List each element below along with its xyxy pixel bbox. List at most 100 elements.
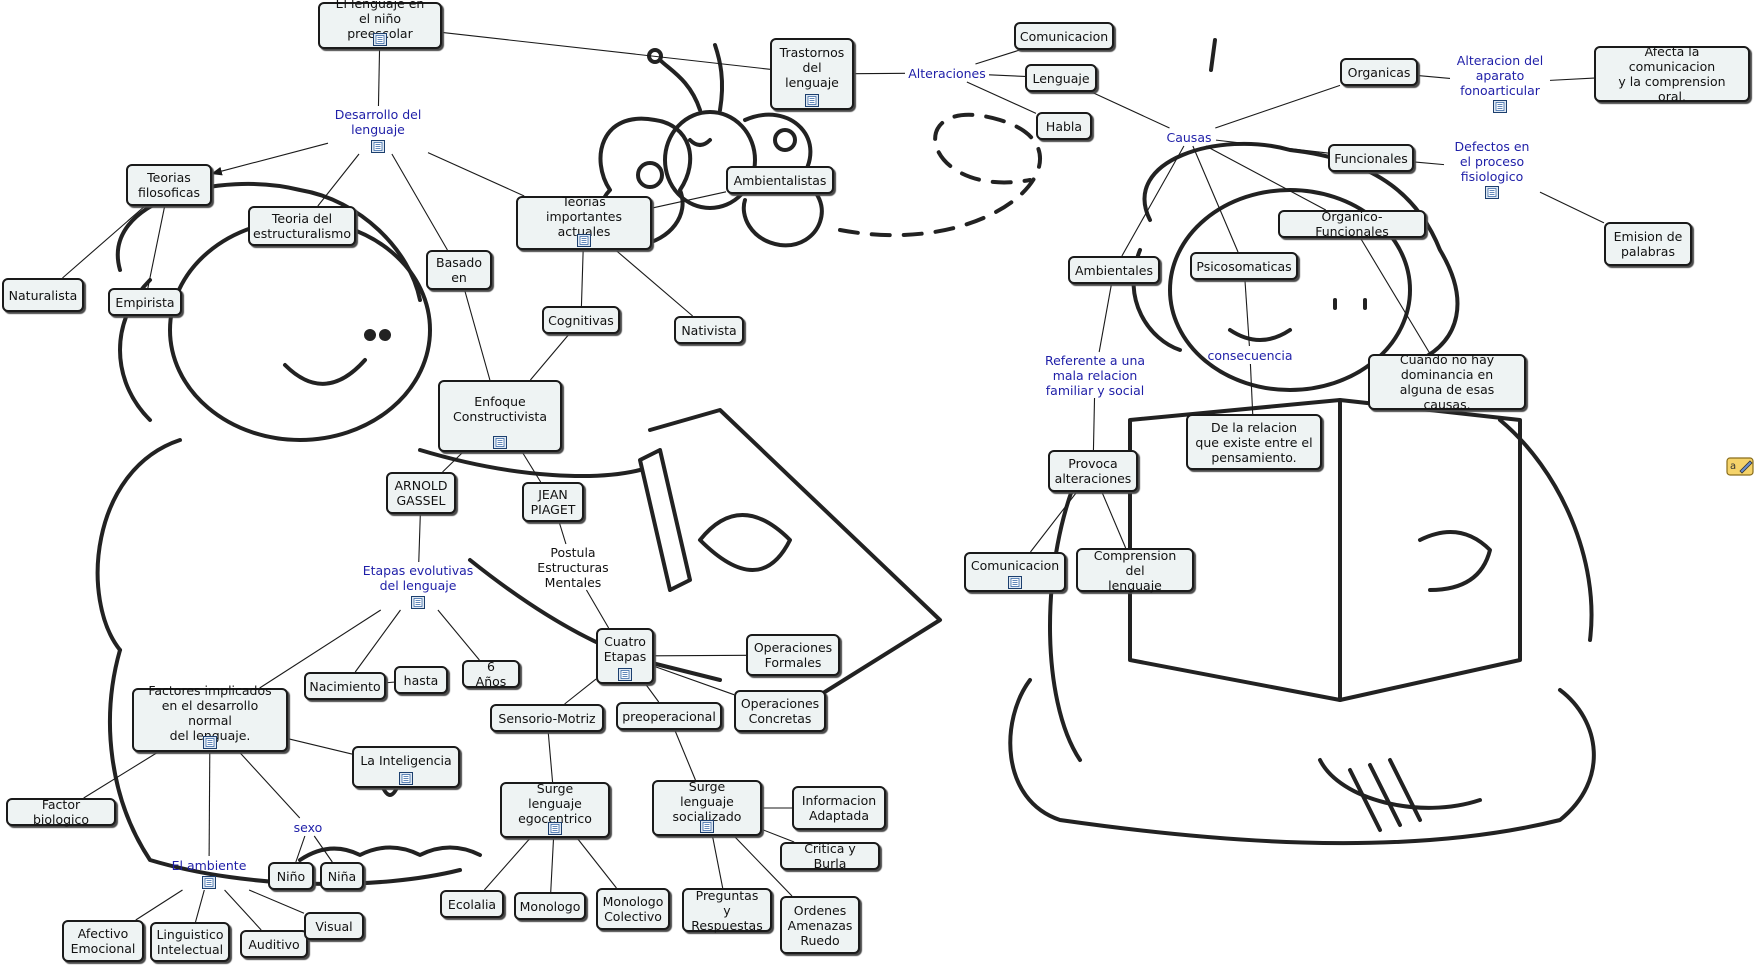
concept-linguistico[interactable]: Linguistico Intelectual [150, 922, 230, 962]
concept-afectivo[interactable]: Afectivo Emocional [62, 920, 144, 962]
linking-desarrollo[interactable]: Desarrollo del lenguaje [328, 106, 428, 154]
concept-root[interactable]: El lenguaje en el niño preescolar [318, 0, 442, 49]
document-resource-icon[interactable] [411, 596, 425, 609]
document-resource-icon[interactable] [202, 876, 216, 889]
concept-label: Informacion Adaptada [801, 793, 877, 823]
concept-trastornos[interactable]: Trastornos del lenguaje [770, 38, 854, 110]
document-resource-icon[interactable] [493, 436, 507, 449]
connector-line [988, 74, 1026, 77]
document-resource-icon[interactable] [1008, 576, 1022, 589]
concept-nino[interactable]: Niño [268, 862, 314, 890]
concept-seis-anos[interactable]: 6 Años [462, 659, 520, 689]
concept-nativista[interactable]: Nativista [674, 316, 744, 344]
document-resource-icon[interactable] [1493, 100, 1507, 113]
concept-enfoque[interactable]: Enfoque Constructivista [438, 380, 562, 452]
concept-factor-biologico[interactable]: Factor biologico [6, 797, 116, 827]
document-resource-icon[interactable] [371, 140, 385, 153]
edit-toolbox-icon[interactable]: a [1726, 455, 1756, 477]
concept-provoca[interactable]: Provoca alteraciones [1048, 450, 1138, 492]
linking-ambiente[interactable]: El ambiente [166, 856, 252, 890]
document-resource-icon[interactable] [805, 94, 819, 107]
concept-socializado[interactable]: Surge lenguaje socializado [652, 778, 762, 836]
document-resource-icon[interactable] [373, 33, 387, 46]
concept-label: Niña [327, 868, 357, 884]
concept-emision[interactable]: Emision de palabras [1604, 222, 1692, 266]
concept-monologo-colectivo[interactable]: Monologo Colectivo [596, 888, 670, 930]
document-resource-icon[interactable] [577, 234, 591, 247]
linking-alteracion-aparato[interactable]: Alteracion del aparato fonoarticular [1450, 52, 1550, 114]
concept-comprension[interactable]: Comprension del lenguaje [1076, 548, 1194, 593]
concept-teorias-filosoficas[interactable]: Teorias filosoficas [126, 164, 212, 206]
concept-funcionales[interactable]: Funcionales [1328, 144, 1414, 172]
connector-line [1215, 139, 1329, 154]
concept-organicas[interactable]: Organicas [1340, 58, 1418, 86]
concept-preguntas[interactable]: Preguntas y Respuestas [682, 888, 772, 933]
concept-monologo[interactable]: Monologo [514, 892, 586, 920]
concept-nina[interactable]: Niña [320, 862, 364, 890]
connector-line [1092, 397, 1096, 451]
concept-factores[interactable]: Factores implicados en el desarrollo nor… [132, 683, 288, 752]
concept-lenguaje[interactable]: Lenguaje [1025, 64, 1097, 92]
document-resource-icon[interactable] [399, 772, 413, 785]
concept-auditivo[interactable]: Auditivo [240, 930, 308, 958]
document-resource-icon[interactable] [700, 820, 714, 833]
linking-consecuencia[interactable]: consecuencia [1202, 346, 1298, 364]
concept-comunicacion-1[interactable]: Comunicacion [1014, 22, 1114, 50]
concept-naturalista[interactable]: Naturalista [2, 278, 84, 312]
concept-empirista[interactable]: Empirista [108, 288, 182, 316]
concept-label: Afecta la comunicacion y la comprension … [1618, 44, 1726, 104]
concept-nacimiento[interactable]: Nacimiento [304, 672, 386, 700]
document-resource-icon[interactable] [618, 668, 632, 681]
concept-habla[interactable]: Habla [1036, 112, 1092, 140]
concept-preoperacional[interactable]: preoperacional [616, 702, 722, 730]
concept-cuando[interactable]: Cuando no hay dominancia en alguna de es… [1368, 352, 1526, 412]
concept-comunicacion-2[interactable]: Comunicacion [964, 552, 1066, 592]
concept-ambientalistas[interactable]: Ambientalistas [726, 166, 834, 194]
concept-label: Surge lenguaje socializado [672, 778, 742, 824]
document-resource-icon[interactable] [1485, 186, 1499, 199]
concept-cuatro[interactable]: Cuatro Etapas [596, 628, 654, 684]
concept-cognitivas[interactable]: Cognitivas [542, 306, 620, 334]
concept-label: Lenguaje [1032, 70, 1090, 86]
linking-referente[interactable]: Referente a una mala relacion familiar y… [1040, 352, 1150, 398]
concept-label: Psicosomaticas [1196, 258, 1292, 274]
concept-piaget[interactable]: JEAN PIAGET [522, 482, 584, 522]
concept-label: sexo [293, 819, 323, 835]
linking-alteraciones[interactable]: Alteraciones [905, 64, 989, 82]
concept-inteligencia[interactable]: La Inteligencia [352, 746, 460, 788]
concept-teorias-actuales[interactable]: Teorias importantes actuales [516, 194, 652, 250]
concept-afecta[interactable]: Afecta la comunicacion y la comprension … [1594, 44, 1750, 104]
concept-informacion[interactable]: Informacion Adaptada [792, 786, 886, 830]
concept-ecolalia[interactable]: Ecolalia [440, 890, 504, 918]
concept-visual[interactable]: Visual [304, 912, 364, 940]
connector-line [975, 49, 1020, 65]
connector-line [761, 828, 795, 843]
concept-arnold[interactable]: ARNOLD GASSEL [386, 472, 456, 514]
concept-formales[interactable]: Operaciones Formales [746, 634, 840, 676]
linking-defectos[interactable]: Defectos en el proceso fisiologico [1444, 138, 1540, 200]
concept-estructuralismo[interactable]: Teoria del estructuralismo [248, 206, 356, 246]
linking-postula[interactable]: Postula Estructuras Mentales [532, 544, 614, 590]
concept-label: Nativista [681, 322, 737, 338]
concept-ordenes[interactable]: Ordenes Amenazas Ruedo [780, 896, 860, 954]
concept-psicosomaticas[interactable]: Psicosomaticas [1190, 252, 1298, 280]
concept-organico-funcionales[interactable]: Organico-Funcionales [1278, 209, 1426, 239]
linking-sexo[interactable]: sexo [290, 818, 326, 836]
connector-line [1249, 363, 1254, 415]
concept-egocentrico[interactable]: Surge lenguaje egocentrico [500, 781, 610, 838]
linking-etapas[interactable]: Etapas evolutivas del lenguaje [360, 562, 476, 610]
document-resource-icon[interactable] [203, 736, 217, 749]
concept-concretas[interactable]: Operaciones Concretas [734, 690, 826, 732]
connector-line [437, 609, 480, 661]
linking-causas[interactable]: Causas [1162, 128, 1216, 146]
document-resource-icon[interactable] [548, 822, 562, 835]
connector-line [1215, 84, 1341, 129]
concept-label: Sensorio-Motriz [498, 710, 596, 726]
concept-de-la-relacion[interactable]: De la relacion que existe entre el pensa… [1186, 414, 1322, 470]
concept-critica[interactable]: Critica y Burla [780, 841, 880, 871]
concept-sensorio[interactable]: Sensorio-Motriz [490, 704, 604, 732]
concept-label: Linguistico Intelectual [156, 927, 224, 957]
concept-hasta[interactable]: hasta [394, 666, 448, 694]
concept-ambientales[interactable]: Ambientales [1068, 256, 1160, 284]
concept-basado[interactable]: Basado en [426, 250, 492, 290]
